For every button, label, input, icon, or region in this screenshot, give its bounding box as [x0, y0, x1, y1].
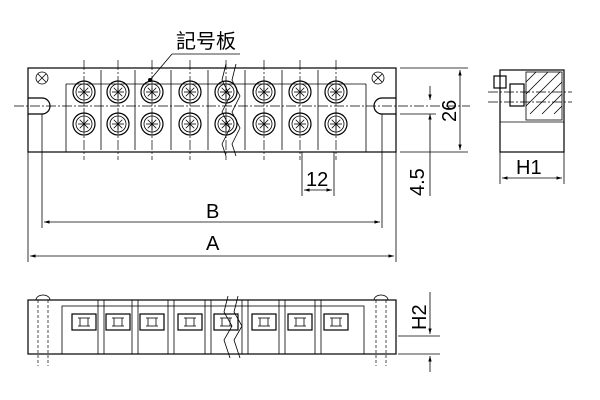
front-terminal — [213, 313, 239, 331]
terminal-screw-icon — [324, 112, 348, 136]
terminal-screw-icon — [178, 80, 202, 104]
right-corner-screw-icon — [371, 71, 385, 85]
side-view-body-outline — [499, 69, 565, 153]
terminal-screw-icon — [140, 112, 164, 136]
front-view: H2 — [27, 292, 440, 372]
dim-h1-label: H1 — [516, 157, 542, 179]
front-view-body-outline — [27, 299, 397, 355]
dim-height-26: 26 — [400, 67, 468, 153]
dim-pitch-12: 12 — [301, 152, 335, 196]
terminal-screw-icon — [288, 112, 312, 136]
front-terminal — [287, 313, 313, 331]
top-break-mark — [221, 63, 231, 157]
dim-a: A — [27, 152, 397, 262]
terminal-screw-icon — [252, 80, 276, 104]
top-view: 記号板 — [14, 29, 470, 160]
dim-height-label: 26 — [439, 100, 461, 122]
side-view-hatch — [525, 71, 563, 121]
terminal-screw-icon — [252, 112, 276, 136]
dim-offset-label: 4.5 — [407, 168, 429, 196]
dim-b: B — [41, 114, 383, 228]
front-terminal — [177, 313, 203, 331]
front-terminal — [251, 313, 277, 331]
front-terminal — [323, 313, 349, 331]
terminal-screw-icon — [140, 80, 164, 104]
dim-h2-label: H2 — [409, 304, 431, 330]
terminal-screw-icon — [106, 112, 130, 136]
terminal-screw-icon — [214, 80, 238, 104]
front-terminal-group — [71, 300, 349, 354]
marker-plate-label: 記号板 — [176, 29, 236, 53]
front-terminal — [71, 313, 97, 331]
terminal-screw-group — [72, 60, 348, 160]
terminal-screw-icon — [324, 80, 348, 104]
dim-a-label: A — [206, 233, 220, 255]
dim-pitch-label: 12 — [306, 169, 328, 191]
marker-plate-leader-line — [149, 53, 173, 81]
dim-offset-4-5: 4.5 — [400, 86, 436, 196]
terminal-screw-icon — [288, 80, 312, 104]
front-terminal — [139, 313, 165, 331]
terminal-screw-icon — [106, 80, 130, 104]
side-view: H1 — [488, 69, 572, 184]
terminal-screw-icon — [72, 80, 96, 104]
front-break-mark — [223, 295, 233, 359]
side-view-screw-head — [509, 83, 525, 107]
left-corner-screw-icon — [35, 71, 49, 85]
terminal-screw-icon — [72, 112, 96, 136]
terminal-screw-icon — [214, 112, 238, 136]
top-view-body-outline — [27, 67, 397, 153]
front-terminal — [105, 313, 131, 331]
dim-b-label: B — [206, 201, 219, 223]
terminal-screw-icon — [178, 112, 202, 136]
